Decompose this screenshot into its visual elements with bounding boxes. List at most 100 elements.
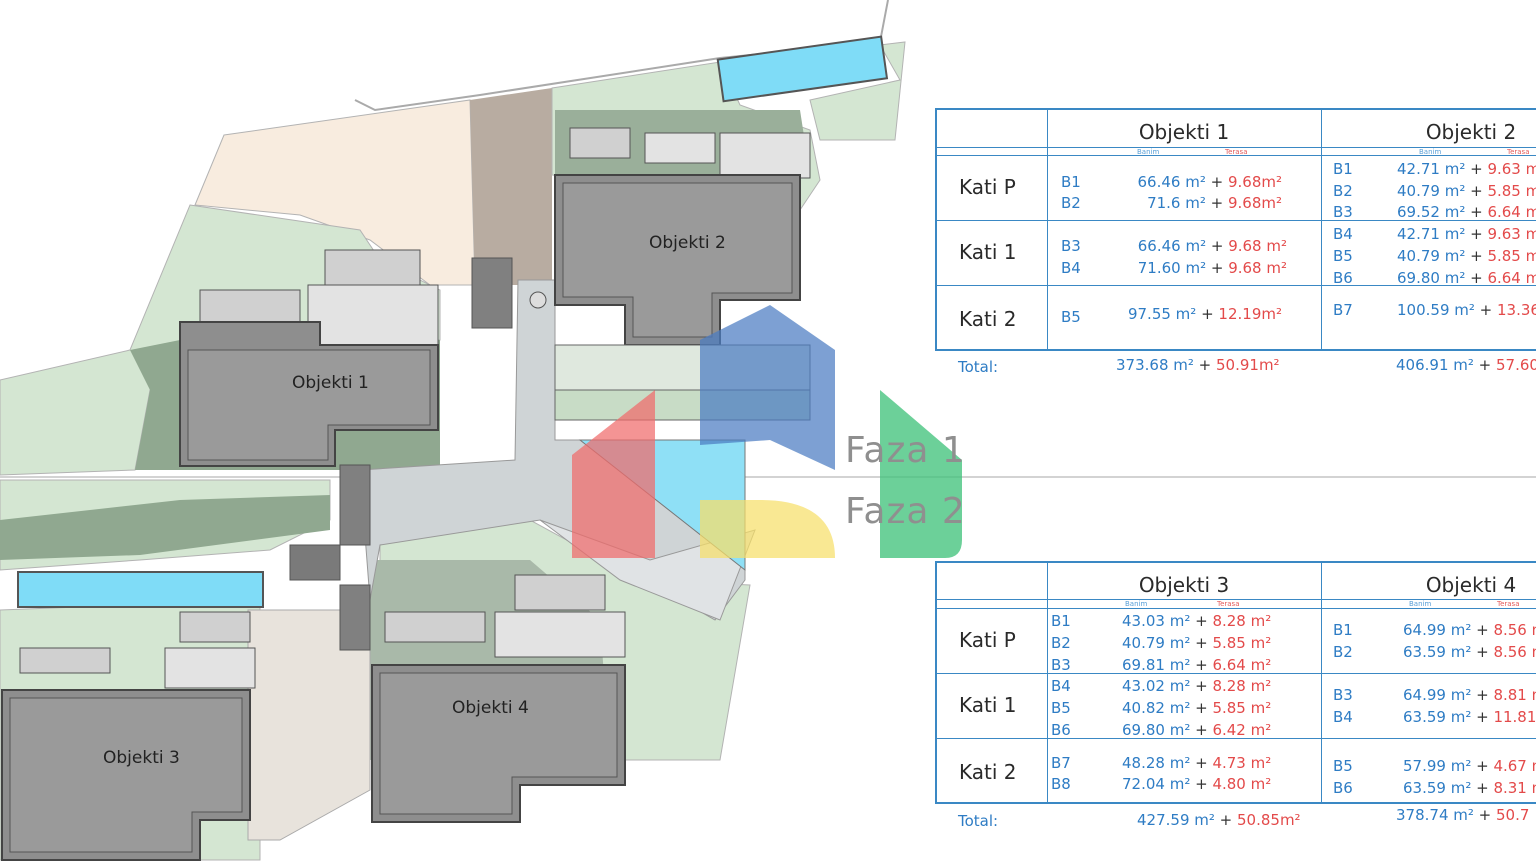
unit-id: B6 — [1333, 779, 1353, 797]
unit-area: 40.79 m² + 5.85 m² — [1122, 634, 1272, 652]
unit-id: B2 — [1333, 643, 1353, 661]
phase-2-label: Faza 2 — [845, 491, 966, 532]
stairs-middle — [339, 464, 371, 546]
unit-area: 63.59 m² + 11.81 m — [1403, 708, 1536, 726]
floor-label: Kati 2 — [959, 760, 1017, 784]
unit-id: B3 — [1061, 237, 1081, 255]
unit-area: 100.59 m² + 13.36 — [1397, 301, 1536, 319]
unit-id: B5 — [1061, 308, 1081, 326]
building-3-outline — [1, 611, 256, 861]
unit-id: B6 — [1333, 269, 1353, 287]
unit-area: 57.99 m² + 4.67 m — [1403, 757, 1536, 775]
fountain — [529, 291, 547, 309]
unit-id: B3 — [1333, 203, 1353, 221]
subheader-terasa: Terasa — [1225, 148, 1248, 156]
unit-area: 43.02 m² + 8.28 m² — [1122, 677, 1272, 695]
total-objekti-2: 406.91 m² + 57.60 — [1396, 356, 1536, 374]
unit-area: 66.46 m² + 9.68 m² — [1137, 237, 1287, 255]
unit-area: 63.59 m² + 8.56 m — [1403, 643, 1536, 661]
unit-id: B1 — [1061, 173, 1081, 191]
floor-label: Kati 2 — [959, 307, 1017, 331]
green-area-topright — [809, 41, 906, 141]
unit-area: 69.80 m² + 6.42 m² — [1122, 721, 1272, 739]
unit-id: B7 — [1051, 754, 1071, 772]
table-header-objekti-3: Objekti 3 — [1138, 573, 1230, 597]
unit-area: 71.60 m² + 9.68 m² — [1137, 259, 1287, 277]
unit-id: B4 — [1333, 708, 1353, 726]
unit-area: 40.79 m² + 5.85 m — [1397, 182, 1536, 200]
unit-area: 48.28 m² + 4.73 m² — [1122, 754, 1272, 772]
unit-id: B5 — [1333, 757, 1353, 775]
area-table-phase-2: Objekti 3 Objekti 4 Banim Terasa Banim T… — [935, 561, 1536, 804]
unit-id: B2 — [1333, 182, 1353, 200]
unit-id: B2 — [1051, 634, 1071, 652]
total-objekti-4: 378.74 m² + 50.7 — [1396, 806, 1530, 824]
unit-area: 97.55 m² + 12.19m² — [1127, 305, 1282, 323]
building-1-outline — [179, 249, 439, 467]
unit-area: 66.46 m² + 9.68m² — [1137, 173, 1282, 191]
brown-path — [470, 88, 552, 285]
pool-west — [17, 571, 264, 608]
unit-area: 63.59 m² + 8.31 m — [1403, 779, 1536, 797]
stairs-south — [339, 584, 371, 651]
pool-top — [716, 35, 889, 103]
building-4-outline — [371, 574, 626, 823]
floor-label: Kati 1 — [959, 240, 1017, 264]
subheader-banim: Banim — [1137, 148, 1160, 156]
unit-area: 69.52 m² + 6.64 m — [1397, 203, 1536, 221]
unit-id: B3 — [1051, 656, 1071, 674]
unit-id: B3 — [1333, 686, 1353, 704]
unit-area: 64.99 m² + 8.81 m — [1403, 686, 1536, 704]
unit-area: 71.6 m² + 9.68m² — [1147, 194, 1282, 212]
watermark-logo — [572, 305, 962, 558]
unit-id: B4 — [1333, 225, 1353, 243]
floor-label: Kati P — [959, 175, 1016, 199]
building-label-3: Objekti 3 — [103, 748, 180, 768]
unit-id: B5 — [1333, 247, 1353, 265]
phase-1-label: Faza 1 — [845, 430, 966, 471]
unit-area: 69.81 m² + 6.64 m² — [1122, 656, 1272, 674]
unit-area: 72.04 m² + 4.80 m² — [1122, 775, 1272, 793]
unit-id: B1 — [1051, 612, 1071, 630]
unit-id: B1 — [1333, 621, 1353, 639]
unit-area: 40.82 m² + 5.85 m² — [1122, 699, 1272, 717]
building-label-4: Objekti 4 — [452, 698, 529, 718]
unit-id: B7 — [1333, 301, 1353, 319]
unit-id: B5 — [1051, 699, 1071, 717]
dark-terrace-2 — [0, 495, 330, 560]
total-label: Total: — [958, 812, 999, 830]
stairs-west — [289, 544, 341, 581]
table-header-objekti-1: Objekti 1 — [1138, 120, 1230, 144]
total-objekti-1: 373.68 m² + 50.91m² — [1116, 356, 1280, 374]
floor-label: Kati 1 — [959, 693, 1017, 717]
unit-area: 40.79 m² + 5.85 m — [1397, 247, 1536, 265]
area-table-phase-1: Objekti 1 Objekti 2 Banim Terasa Banim T… — [935, 108, 1536, 351]
unit-id: B4 — [1061, 259, 1081, 277]
unit-id: B8 — [1051, 775, 1071, 793]
unit-id: B2 — [1061, 194, 1081, 212]
total-objekti-3: 427.59 m² + 50.85m² — [1137, 811, 1301, 829]
subheader-banim: Banim — [1125, 600, 1148, 608]
unit-area: 69.80 m² + 6.64 m — [1397, 269, 1536, 287]
total-label: Total: — [958, 358, 999, 376]
unit-id: B6 — [1051, 721, 1071, 739]
subheader-banim: Banim — [1419, 148, 1442, 156]
building-label-1: Objekti 1 — [292, 373, 369, 393]
subheader-terasa: Terasa — [1217, 600, 1240, 608]
unit-area: 64.99 m² + 8.56 m — [1403, 621, 1536, 639]
subheader-terasa: Terasa — [1497, 600, 1520, 608]
unit-id: B1 — [1333, 160, 1353, 178]
subheader-banim: Banim — [1409, 600, 1432, 608]
table-header-objekti-4: Objekti 4 — [1425, 573, 1517, 597]
subheader-terasa: Terasa — [1507, 148, 1530, 156]
table-header-objekti-2: Objekti 2 — [1425, 120, 1517, 144]
unit-id: B4 — [1051, 677, 1071, 695]
building-label-2: Objekti 2 — [649, 233, 726, 253]
unit-area: 43.03 m² + 8.28 m² — [1122, 612, 1272, 630]
unit-area: 42.71 m² + 9.63 m — [1397, 225, 1536, 243]
unit-area: 42.71 m² + 9.63 m — [1397, 160, 1536, 178]
floor-label: Kati P — [959, 628, 1016, 652]
top-fence — [354, 0, 889, 112]
stairs-north — [471, 257, 513, 329]
